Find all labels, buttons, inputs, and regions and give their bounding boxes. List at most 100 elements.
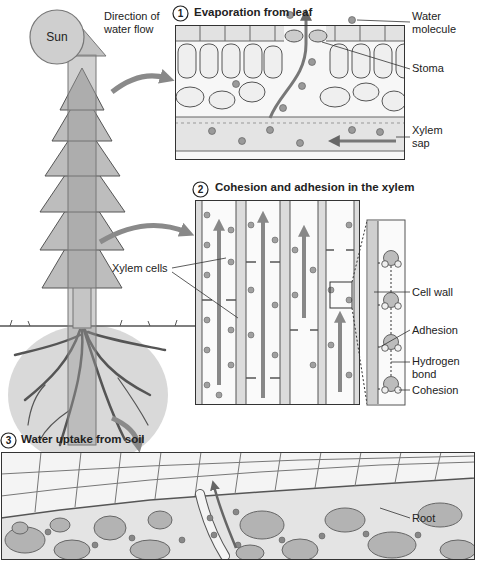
flow-arrow <box>338 318 342 392</box>
xylem-cell <box>326 200 354 405</box>
zoom-arrow <box>100 76 186 444</box>
spongy-cell <box>209 91 235 109</box>
spongy-cell <box>320 87 350 107</box>
panel-heading: Cohesion and adhesion in the xylem <box>215 181 414 193</box>
inset-panel: Cohesion and adhesion in the xylem <box>195 200 360 405</box>
soil-particle <box>12 522 28 534</box>
palisade-cell <box>352 44 370 78</box>
flow-label: Direction of water flow <box>104 10 176 36</box>
spongy-cell <box>353 83 379 101</box>
water-molecule <box>272 352 278 358</box>
water-molecule <box>267 127 274 134</box>
inset-panel: Evaporation from leaf <box>175 25 405 160</box>
palisade-cell <box>200 44 218 78</box>
leader-line <box>357 20 410 22</box>
part-label: Hydrogen bond <box>412 355 470 381</box>
water-molecule <box>395 261 402 268</box>
callout-number: 3 <box>6 435 12 446</box>
water-molecule <box>309 59 316 66</box>
soil-particle <box>130 540 170 560</box>
water-molecule <box>204 317 210 323</box>
soil-particle <box>50 518 70 532</box>
water-molecule <box>382 303 389 310</box>
xylem-wall-detail <box>367 220 405 405</box>
leader-line <box>391 362 410 363</box>
leader-line <box>399 390 410 391</box>
xylem-cell <box>202 200 354 405</box>
soil-particle <box>5 503 475 560</box>
hydrogen-bond <box>378 263 391 389</box>
water-molecule <box>382 387 389 394</box>
palisade-cell <box>264 46 282 78</box>
water-molecule <box>279 537 285 543</box>
part-label: Xylem cells <box>112 262 182 275</box>
hydrogen-bond <box>391 350 392 376</box>
water-flow-arrow <box>58 28 106 445</box>
water-molecule <box>292 247 298 253</box>
flow-arrow <box>219 218 340 398</box>
hydrogen-bond <box>391 308 392 334</box>
soil-section <box>1 452 475 560</box>
soil-particle <box>440 540 475 560</box>
water-molecule <box>377 129 384 136</box>
water-molecule <box>395 345 402 352</box>
zoom-arrow <box>100 225 186 242</box>
water-molecule <box>207 515 213 521</box>
soil-particle <box>282 539 318 560</box>
part-label: Cell wall <box>412 286 478 299</box>
water-molecule <box>272 302 278 308</box>
roots <box>88 332 165 350</box>
panel-heading: Water uptake from soil <box>21 433 145 445</box>
guard-cell <box>309 30 327 42</box>
water-molecule <box>272 237 278 243</box>
callout-number: 3 <box>0 432 17 449</box>
root-cell <box>1 462 475 496</box>
leader-line <box>380 508 410 518</box>
spongy-cell <box>176 87 204 107</box>
palisade-cell <box>222 44 240 78</box>
part-label: Xylem sap <box>412 124 457 150</box>
xylem-wall-detail <box>378 221 379 404</box>
zoom-box <box>330 282 352 308</box>
water-molecule <box>299 83 306 90</box>
leaf-section <box>175 123 405 124</box>
root-hair <box>200 494 225 556</box>
water-molecule <box>346 222 352 228</box>
panel-heading: Evaporation from leaf <box>194 6 312 18</box>
water-molecule <box>297 140 304 147</box>
part-label: Stoma <box>412 62 472 75</box>
water-molecule <box>328 287 334 293</box>
leader-line <box>172 20 410 518</box>
water-molecule <box>204 272 210 278</box>
water-molecule <box>248 287 254 293</box>
water-molecule <box>204 347 210 353</box>
water-molecule <box>310 362 316 368</box>
circle-outline <box>193 182 208 197</box>
water-molecule <box>346 297 352 303</box>
xylem-cell <box>290 200 318 405</box>
root-tissue <box>1 452 475 518</box>
leaf-section <box>175 25 405 41</box>
guard-cell <box>285 30 303 42</box>
water-molecule <box>415 532 421 538</box>
water-molecule <box>346 372 352 378</box>
water-molecule <box>292 292 298 298</box>
water-molecule <box>363 531 369 537</box>
water-molecule <box>228 259 234 265</box>
soil-particle <box>325 508 365 532</box>
leader-line <box>374 292 410 293</box>
water-molecule <box>248 222 254 228</box>
soil-particle <box>368 532 416 558</box>
spongy-cell <box>382 91 405 111</box>
water-molecule <box>92 542 98 548</box>
leader-line <box>322 42 410 69</box>
xylem-cell <box>202 200 236 405</box>
water-molecule <box>228 227 234 233</box>
perforation-plate <box>290 329 318 331</box>
xylem-wall-detail <box>368 221 378 404</box>
leaf-section <box>200 25 385 41</box>
water-molecule <box>204 382 210 388</box>
xylem-cell <box>246 200 280 405</box>
root-cell <box>35 452 441 512</box>
